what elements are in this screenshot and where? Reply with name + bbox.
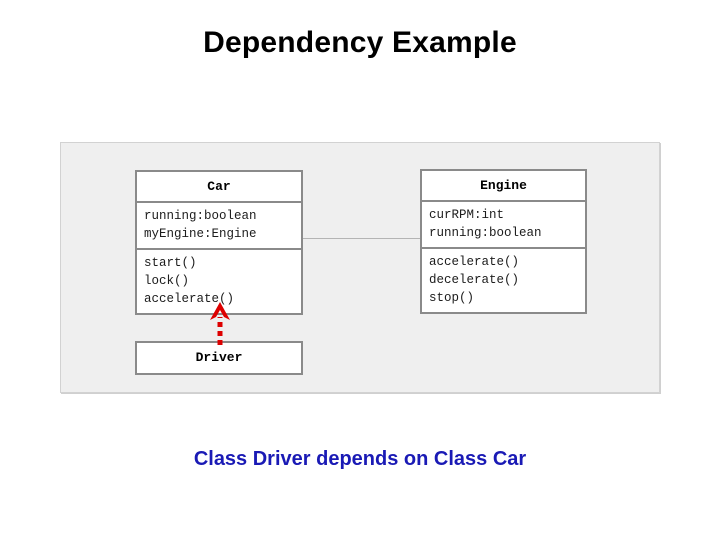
uml-class-car-attributes: running:boolean myEngine:Engine [137, 203, 301, 248]
dependency-arrowhead [210, 302, 230, 320]
uml-attribute: curRPM:int [429, 208, 505, 222]
uml-class-car-name: Car [207, 179, 231, 194]
uml-attribute: running:boolean [429, 226, 542, 240]
page-title: Dependency Example [203, 26, 517, 59]
uml-class-car-operations: start() lock() accelerate() [137, 250, 301, 313]
uml-operation: accelerate() [429, 255, 520, 269]
uml-class-engine-divider-attributes [422, 200, 585, 202]
uml-attribute: myEngine:Engine [144, 227, 257, 241]
uml-class-engine-attributes: curRPM:int running:boolean [422, 202, 585, 247]
uml-operation: start() [144, 256, 197, 270]
caption-text: Class Driver depends on Class Car [193, 448, 527, 470]
uml-class-driver-name: Driver [195, 350, 243, 365]
uml-class-engine-operations: accelerate() decelerate() stop() [422, 249, 585, 312]
uml-operation: accelerate() [144, 292, 235, 306]
uml-class-engine-divider-operations [422, 247, 585, 249]
dependency-arrow-driver-to-car [210, 302, 230, 345]
uml-class-car[interactable]: Car running:boolean myEngine:Engine star… [135, 170, 303, 315]
uml-operation: decelerate() [429, 273, 520, 287]
uml-attribute: running:boolean [144, 209, 257, 223]
uml-class-car-divider-operations [137, 248, 301, 250]
uml-operation: stop() [429, 291, 475, 305]
uml-class-engine-name: Engine [480, 178, 527, 193]
uml-operation: lock() [144, 274, 190, 288]
uml-class-engine[interactable]: Engine curRPM:int running:boolean accele… [420, 169, 587, 314]
diagram-panel: Car running:boolean myEngine:Engine star… [60, 142, 660, 393]
uml-class-car-divider-attributes [137, 201, 301, 203]
uml-class-driver[interactable]: Driver [135, 341, 303, 375]
association-line-car-engine [302, 238, 421, 239]
